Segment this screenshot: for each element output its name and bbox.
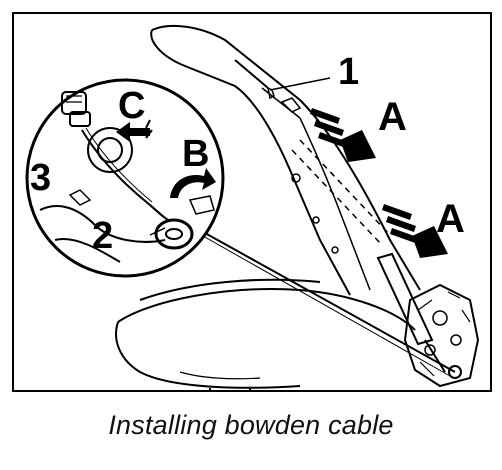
- bowden-cable: [195, 77, 456, 377]
- label-3: 3: [30, 157, 51, 199]
- label-b: B: [182, 133, 209, 175]
- arrow-a-lower: [382, 204, 448, 258]
- label-1: 1: [338, 51, 359, 93]
- detail-circle: [25, 78, 225, 278]
- recliner-mechanism: [403, 283, 480, 388]
- seat-cushion: [115, 278, 416, 391]
- label-a-lower: A: [436, 197, 465, 241]
- label-2: 2: [92, 215, 113, 257]
- label-a-upper: A: [378, 95, 407, 139]
- seat-back: [150, 24, 421, 296]
- arrow-c: [116, 122, 150, 142]
- arrow-a-upper: [310, 108, 376, 162]
- drawing-border: [12, 12, 492, 392]
- figure-caption: Installing bowden cable: [108, 410, 394, 440]
- label-c: C: [118, 85, 145, 127]
- arrow-b: [170, 168, 216, 198]
